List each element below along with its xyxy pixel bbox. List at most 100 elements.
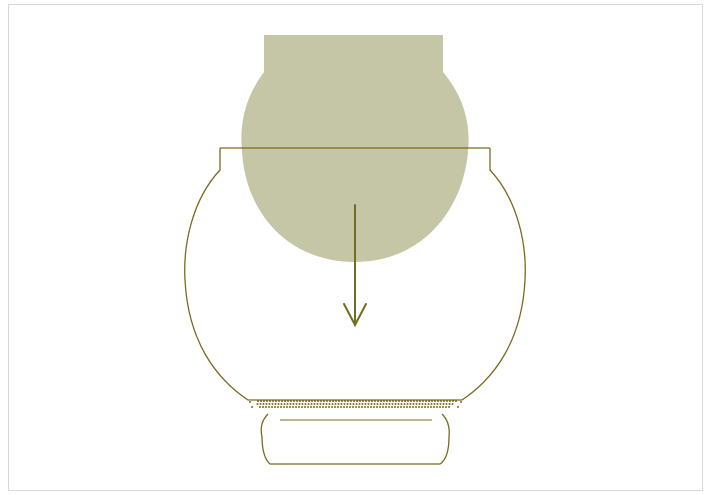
content-dot [323,400,325,402]
content-dot [274,406,276,408]
content-dot [409,406,411,408]
content-dot [389,400,391,402]
content-dot [296,400,298,402]
content-dot [341,400,343,402]
content-dot [347,403,349,405]
content-dot [371,403,373,405]
content-dot [296,403,298,405]
content-dot [434,400,436,402]
content-dot [326,403,328,405]
content-dot [290,403,292,405]
content-dot [286,406,288,408]
content-dot [428,400,430,402]
content-dot [410,403,412,405]
content-dot [394,406,396,408]
content-dot [407,400,409,402]
content-dot [457,406,459,408]
content-dot [272,400,274,402]
content-dot [305,403,307,405]
content-dot [404,400,406,402]
content-dot [272,403,274,405]
content-dot [275,400,277,402]
content-dot [266,400,268,402]
content-dot [283,406,285,408]
content-dot [326,400,328,402]
content-dot [284,400,286,402]
content-dot [377,403,379,405]
content-dot [293,403,295,405]
content-dot [431,403,433,405]
content-dot [445,406,447,408]
content-dot [266,403,268,405]
content-dot [386,400,388,402]
content-dot [407,403,409,405]
content-dot [355,406,357,408]
content-dot [340,406,342,408]
content-dot [401,400,403,402]
content-dot [416,400,418,402]
content-dot [311,400,313,402]
content-dot [287,400,289,402]
content-dot [304,406,306,408]
content-dot [359,400,361,402]
content-dot [416,403,418,405]
content-dot [257,403,259,405]
content-dot [434,403,436,405]
content-dot [376,406,378,408]
content-dot [328,406,330,408]
content-dot [430,406,432,408]
content-dot [383,403,385,405]
content-dot [422,403,424,405]
content-dot [365,400,367,402]
content-dot [332,400,334,402]
content-dot [263,400,265,402]
content-dot [452,400,454,402]
content-dot [302,403,304,405]
content-dot [397,406,399,408]
content-dot [335,400,337,402]
content-dot [265,406,267,408]
content-dot [281,400,283,402]
content-dot [314,403,316,405]
content-dot [413,403,415,405]
content-dot [317,400,319,402]
content-dot [440,400,442,402]
content-dot [404,403,406,405]
content-dot [317,403,319,405]
content-dot [395,400,397,402]
content-dot [392,403,394,405]
content-dot [293,400,295,402]
content-dot [398,400,400,402]
content-dot [365,403,367,405]
content-dot [299,400,301,402]
content-dot [259,406,261,408]
jar-contents-dots [249,400,462,408]
content-dot [249,401,251,403]
content-dot [280,406,282,408]
content-dot [413,400,415,402]
content-dot [320,400,322,402]
content-dot [425,400,427,402]
content-dot [437,400,439,402]
content-dot [289,406,291,408]
content-dot [277,406,279,408]
content-dot [440,403,442,405]
content-dot [367,406,369,408]
content-dot [301,406,303,408]
content-dot [344,403,346,405]
content-dot [382,406,384,408]
content-dot [385,406,387,408]
content-dot [350,400,352,402]
content-dot [443,400,445,402]
content-dot [398,403,400,405]
content-dot [370,406,372,408]
content-dot [422,400,424,402]
content-dot [442,406,444,408]
content-dot [418,406,420,408]
content-dot [377,400,379,402]
content-dot [437,403,439,405]
content-dot [263,403,265,405]
content-dot [311,403,313,405]
content-dot [278,403,280,405]
